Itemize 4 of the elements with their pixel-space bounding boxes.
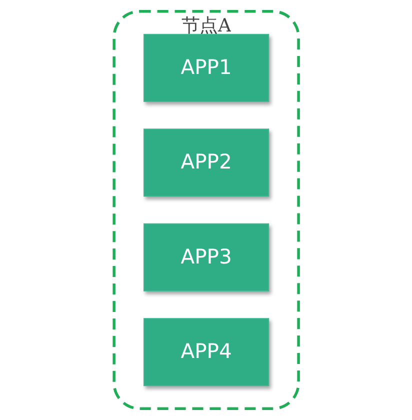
- node-box: APP2: [143, 128, 269, 197]
- node-box: APP3: [143, 223, 269, 292]
- node-box: APP4: [143, 318, 269, 386]
- node-box: APP1: [143, 34, 269, 102]
